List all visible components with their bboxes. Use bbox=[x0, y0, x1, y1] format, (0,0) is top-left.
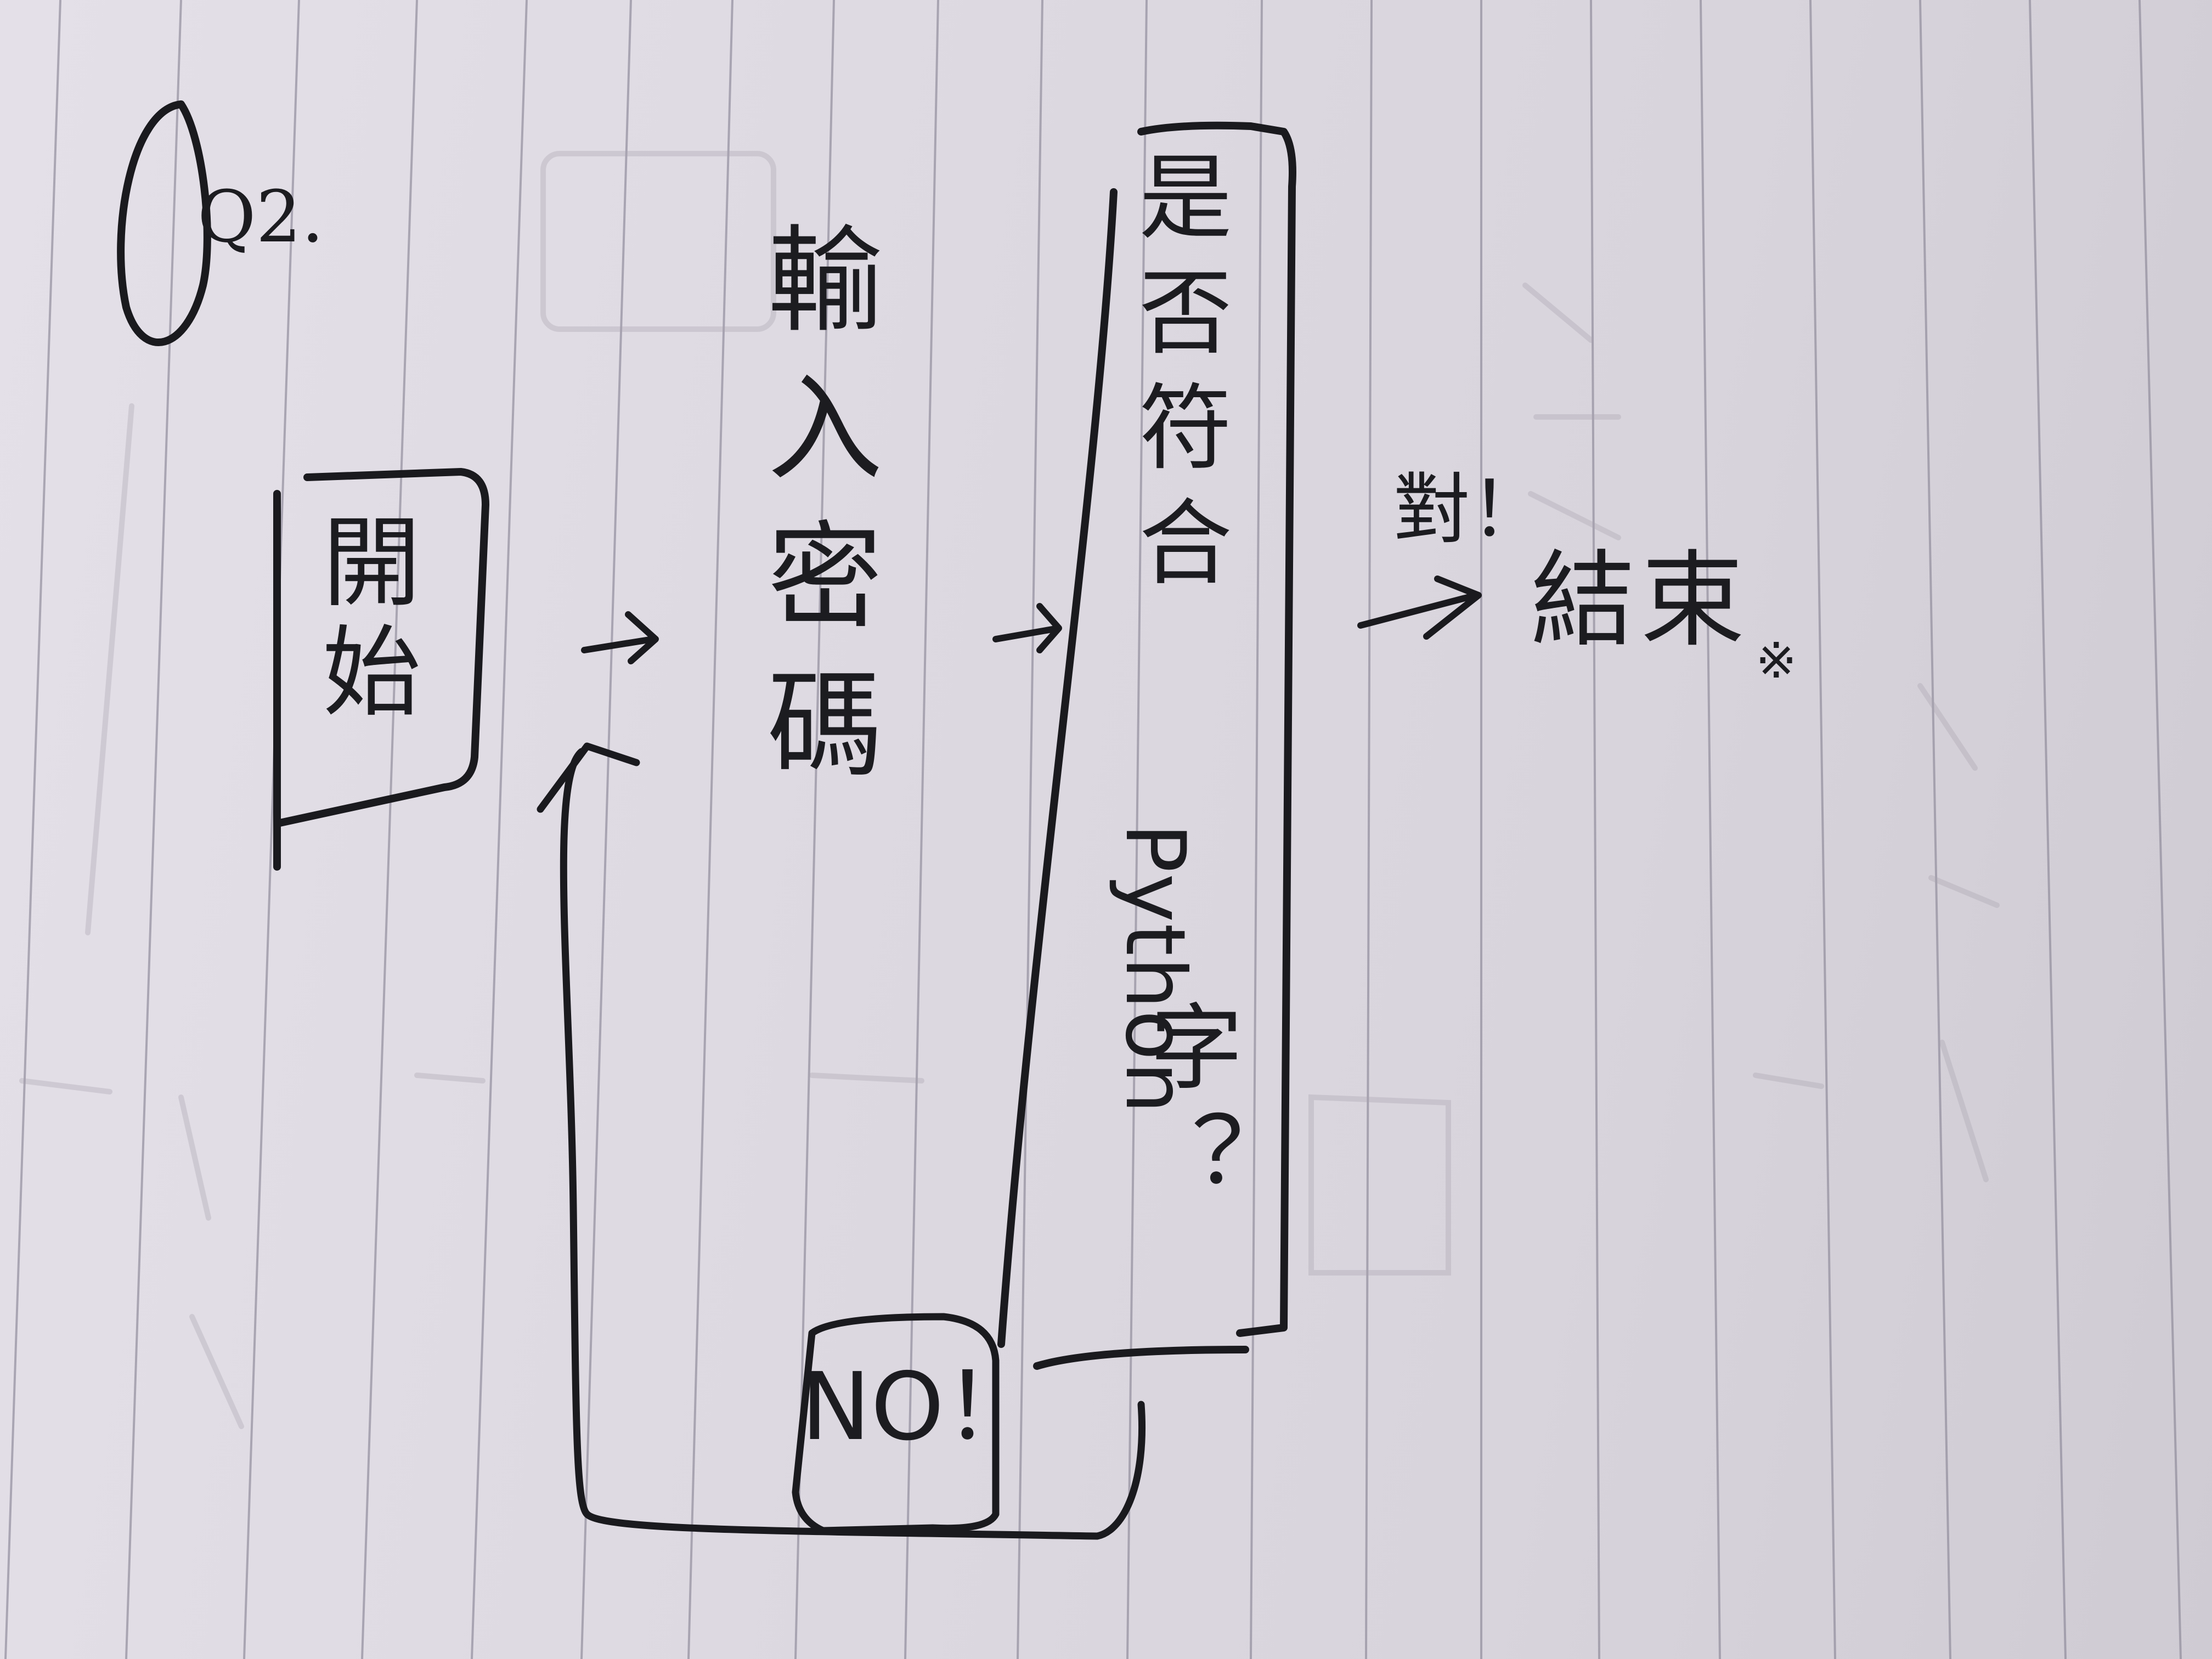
ruled-lines bbox=[4, 0, 2182, 1659]
decision-label-line2: 字？ bbox=[1133, 998, 1242, 1218]
arrow-yes-to-end bbox=[1357, 575, 1482, 640]
arrow-start-to-input bbox=[581, 611, 659, 664]
loop-back-arrow bbox=[560, 748, 1146, 1540]
input-node-label: 輸入密碼 bbox=[748, 219, 882, 812]
bleed-through-marks bbox=[19, 151, 2000, 1429]
start-node-label: 開始 bbox=[305, 510, 420, 730]
decision-box bbox=[997, 121, 1296, 1370]
end-node-label: 結束 bbox=[1531, 540, 1751, 661]
decision-label-line1: 是否符合 bbox=[1122, 148, 1231, 609]
question-label: Q2. bbox=[198, 175, 324, 258]
arrow-input-to-decision bbox=[992, 603, 1062, 653]
start-box bbox=[273, 468, 489, 871]
end-mark: ※ bbox=[1756, 632, 1797, 690]
no-box bbox=[792, 1313, 1000, 1534]
q-circle bbox=[117, 100, 211, 346]
no-branch-label: NO！ bbox=[801, 1353, 1037, 1462]
loop-arrow-head bbox=[537, 742, 640, 813]
yes-branch-label: 對！ bbox=[1393, 465, 1548, 555]
decision-label-python: Python bbox=[1107, 823, 1203, 1115]
